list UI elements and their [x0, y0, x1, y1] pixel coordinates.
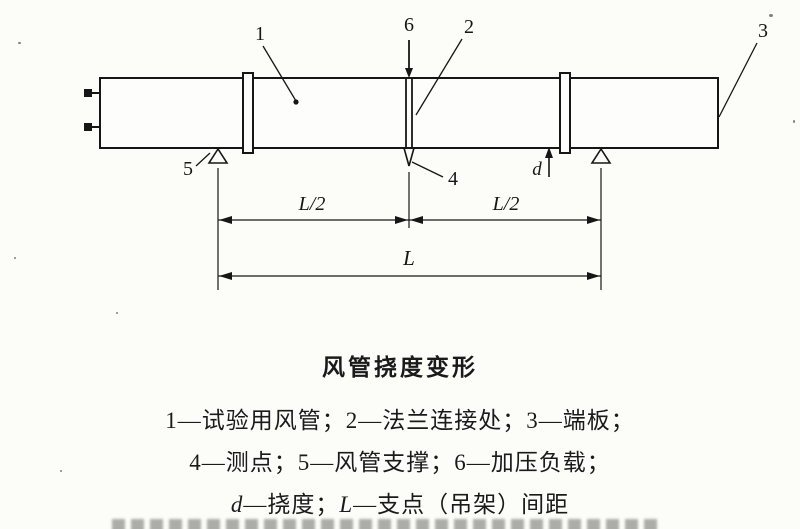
callout-6-label: 6: [404, 14, 414, 36]
callout-1-label: 1: [255, 23, 265, 45]
cut-off-text-line: [112, 519, 657, 529]
dim-label-half-left: L/2: [298, 193, 326, 215]
callout-5-label: 5: [183, 158, 193, 180]
deflection-label: d: [532, 159, 542, 180]
callout-3-leader: [718, 42, 758, 118]
measure-point-marker: [403, 147, 415, 167]
legend-line-1: 1—试验用风管；2—法兰连接处；3—端板；: [165, 408, 635, 433]
load-arrow: [405, 40, 413, 78]
flange-left: [242, 72, 254, 154]
support-left: [207, 147, 229, 164]
callout-1-leader: [262, 45, 297, 102]
legend-d-symbol: d: [230, 492, 244, 517]
legend-L-text: —支点（吊架）间距: [353, 492, 570, 517]
legend-line-3: d—挠度；L—支点（吊架）间距: [0, 484, 800, 526]
callout-5-leader: [195, 152, 211, 167]
flange-right: [559, 72, 571, 154]
legend-d-text: —挠度；: [243, 492, 340, 517]
scan-speck: [60, 470, 62, 472]
center-flange-joint: [405, 78, 413, 148]
legend-L-symbol: L: [339, 492, 354, 517]
dim-label-total: L: [402, 246, 415, 270]
callout-1-dot: [293, 99, 299, 105]
duct-deflection-diagram: 6 1 2 3 4 5 d: [84, 14, 768, 290]
left-connector-stub-top: [84, 89, 100, 97]
callout-4-leader: [411, 161, 444, 178]
dim-line-half: [218, 216, 601, 224]
callout-4-label: 4: [448, 168, 458, 190]
scan-speck: [18, 42, 21, 44]
callout-3-label: 3: [758, 20, 768, 42]
figure-title: 风管挠度变形: [322, 355, 478, 380]
dim-line-total: [218, 272, 601, 280]
scan-speck: [14, 257, 16, 259]
scan-speck: [793, 120, 795, 123]
support-right: [590, 147, 612, 164]
left-connector-stub-bottom: [84, 123, 100, 131]
callout-2-label: 2: [464, 16, 474, 38]
scan-speck: [769, 14, 773, 17]
legend-line-2: 4—测点；5—风管支撑；6—加压负载；: [189, 450, 611, 475]
scan-speck: [116, 312, 118, 314]
deflection-arrow: [545, 147, 553, 177]
load-arrowhead: [405, 68, 413, 78]
dim-label-half-right: L/2: [492, 193, 520, 215]
figure-caption: 风管挠度变形 1—试验用风管；2—法兰连接处；3—端板； 4—测点；5—风管支撑…: [0, 340, 800, 526]
callout-2-leader: [415, 38, 463, 116]
duct-body: [99, 77, 719, 149]
